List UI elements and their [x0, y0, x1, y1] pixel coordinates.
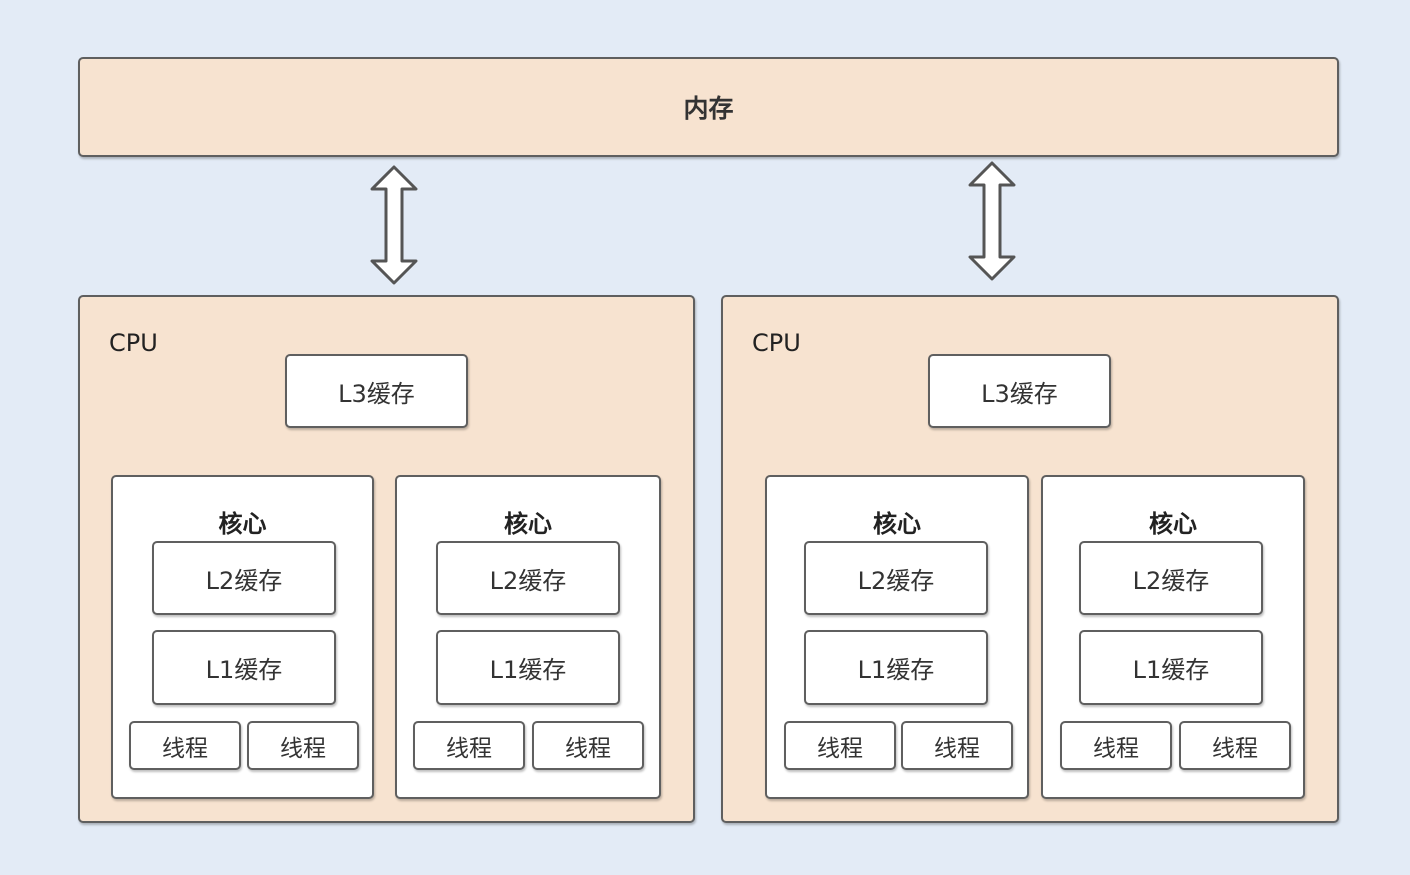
- l2-cache-label: L2缓存: [489, 566, 567, 595]
- memory-label: 内存: [683, 94, 734, 123]
- l2-cache-box: L2缓存: [1079, 541, 1263, 615]
- l2-cache-label: L2缓存: [205, 566, 283, 595]
- core-title: 核心: [218, 510, 267, 538]
- core-box: 核心 L2缓存 L1缓存 线程 线程: [1041, 475, 1305, 799]
- l1-cache-box: L1缓存: [804, 630, 988, 705]
- thread-box: 线程: [413, 721, 525, 770]
- thread-box: 线程: [247, 721, 359, 770]
- l1-cache-box: L1缓存: [1079, 630, 1263, 705]
- l2-cache-box: L2缓存: [804, 541, 988, 615]
- cpu-2-box: CPU L3缓存 核心 L2缓存 L1缓存 线程 线程 核心 L2缓存 L1缓存…: [721, 295, 1339, 823]
- thread-label: 线程: [280, 735, 326, 762]
- cpu-1-box: CPU L3缓存 核心 L2缓存 L1缓存 线程 线程 核心 L2缓存 L1缓存…: [78, 295, 695, 823]
- l1-cache-box: L1缓存: [436, 630, 620, 705]
- thread-label: 线程: [162, 735, 208, 762]
- l2-cache-label: L2缓存: [1132, 566, 1210, 595]
- thread-box: 线程: [1179, 721, 1291, 770]
- thread-box: 线程: [1060, 721, 1172, 770]
- core-title: 核心: [1149, 510, 1197, 538]
- l1-cache-label: L1缓存: [1132, 656, 1210, 684]
- thread-label: 线程: [1093, 735, 1139, 762]
- core-box: 核心 L2缓存 L1缓存 线程 线程: [111, 475, 374, 799]
- memory-cpu-2-arrow-icon: [968, 161, 1016, 281]
- l1-cache-box: L1缓存: [152, 630, 336, 705]
- thread-label: 线程: [1212, 735, 1258, 762]
- l2-cache-box: L2缓存: [436, 541, 620, 615]
- cpu-label: CPU: [752, 329, 801, 357]
- thread-label: 线程: [565, 735, 611, 762]
- l3-cache-box: L3缓存: [928, 354, 1111, 428]
- l1-cache-label: L1缓存: [489, 656, 567, 684]
- l3-cache-label: L3缓存: [338, 379, 415, 408]
- core-title: 核心: [873, 510, 921, 538]
- cpu-label: CPU: [109, 329, 158, 357]
- thread-label: 线程: [934, 735, 980, 762]
- memory-cpu-1-arrow-icon: [370, 165, 418, 285]
- core-box: 核心 L2缓存 L1缓存 线程 线程: [765, 475, 1029, 799]
- l1-cache-label: L1缓存: [205, 656, 283, 684]
- l2-cache-box: L2缓存: [152, 541, 336, 615]
- memory-box: 内存: [78, 57, 1339, 157]
- thread-box: 线程: [532, 721, 644, 770]
- thread-box: 线程: [901, 721, 1013, 770]
- thread-box: 线程: [784, 721, 896, 770]
- core-title: 核心: [504, 510, 552, 538]
- l2-cache-label: L2缓存: [857, 566, 935, 595]
- core-box: 核心 L2缓存 L1缓存 线程 线程: [395, 475, 661, 799]
- l3-cache-box: L3缓存: [285, 354, 468, 428]
- l3-cache-label: L3缓存: [981, 379, 1058, 408]
- l1-cache-label: L1缓存: [857, 656, 935, 684]
- thread-label: 线程: [446, 735, 492, 762]
- thread-label: 线程: [817, 735, 863, 762]
- thread-box: 线程: [129, 721, 241, 770]
